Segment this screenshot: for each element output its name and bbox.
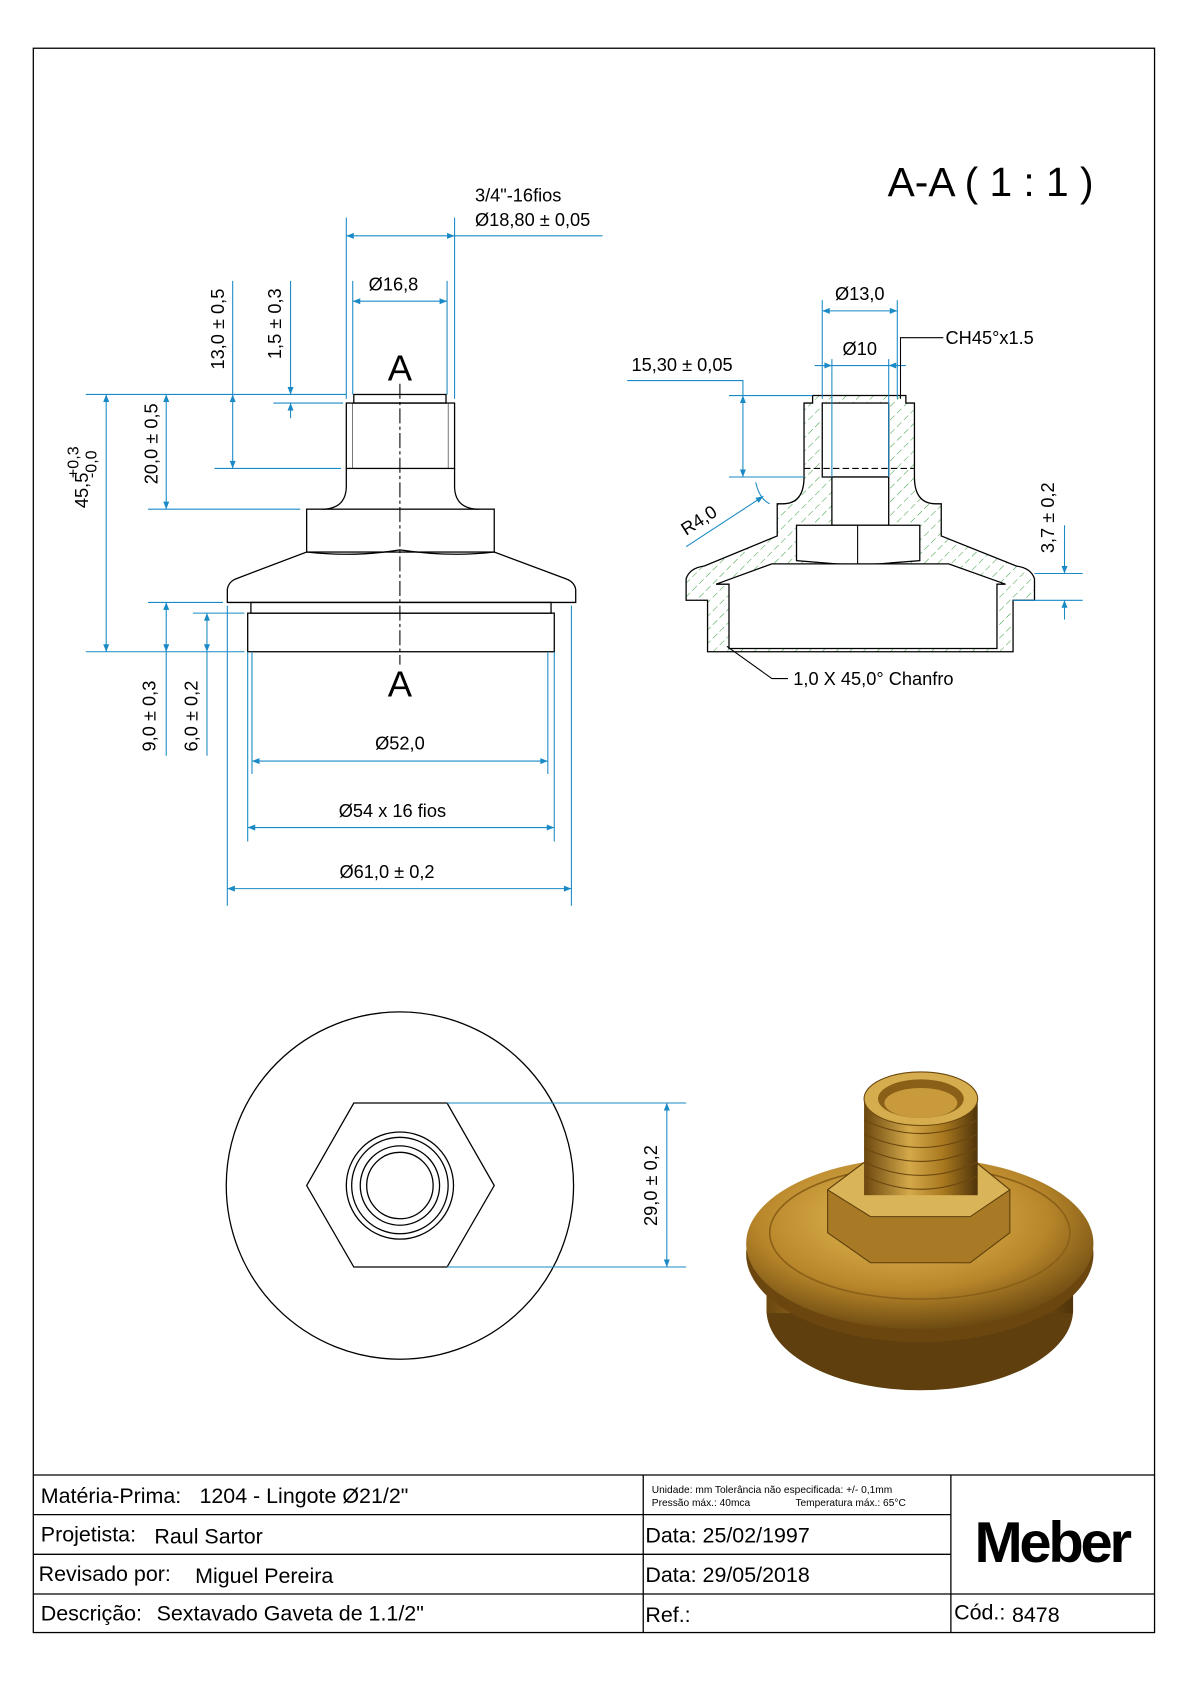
title-block xyxy=(33,1474,1155,1633)
revisado-value: Miguel Pereira xyxy=(195,1564,333,1588)
dim-h45-5-tol-plus: +0,3 xyxy=(64,446,82,478)
materia-prima-label: Matéria-Prima: xyxy=(41,1484,181,1508)
section-dimensions xyxy=(627,300,1083,680)
top-view xyxy=(225,1011,687,1360)
chamfer-bottom-label: 1,0 X 45,0° Chanfro xyxy=(793,669,953,689)
section-mark-top: A xyxy=(388,348,413,389)
materia-prima-value: 1204 - Lingote Ø21/2" xyxy=(199,1484,408,1508)
dim-d52: Ø52,0 xyxy=(375,733,425,753)
dim-d54: Ø54 x 16 fios xyxy=(339,801,446,821)
revisado-label: Revisado por: xyxy=(39,1562,171,1586)
ref-label: Ref.: xyxy=(645,1603,690,1627)
dim-hex-29: 29,0 ± 0,2 xyxy=(641,1145,661,1226)
dim-h15-30: 15,30 ± 0,05 xyxy=(631,355,732,375)
section-view xyxy=(685,394,1036,653)
dim-d16-8: Ø16,8 xyxy=(369,274,419,294)
descricao-label: Descrição: xyxy=(41,1602,142,1626)
dim-h45-5: 45,5 xyxy=(72,473,92,508)
projetista-value: Raul Sartor xyxy=(154,1525,262,1549)
projetista-label: Projetista: xyxy=(41,1522,136,1546)
data-revisao: Data: 29/05/2018 xyxy=(645,1563,809,1587)
dim-h1-5: 1,5 ± 0,3 xyxy=(265,288,285,359)
dim-h6: 6,0 ± 0,2 xyxy=(181,681,201,752)
thread-spec-label: 3/4"-16fios xyxy=(475,186,561,206)
dim-d10: Ø10 xyxy=(843,339,877,359)
dim-h20: 20,0 ± 0,5 xyxy=(142,403,162,484)
cod-label: Cód.: xyxy=(954,1601,1005,1625)
dim-h3-7: 3,7 ± 0,2 xyxy=(1038,482,1058,553)
dim-r4: R4,0 xyxy=(677,502,720,540)
notes-line-1: Unidade: mm Tolerância não especificada:… xyxy=(652,1485,892,1496)
isometric-render xyxy=(746,1071,1094,1391)
notes-pressure: Pressão máx.: 40mca xyxy=(652,1498,751,1509)
dim-h13: 13,0 ± 0,5 xyxy=(208,289,228,370)
section-title: A-A ( 1 : 1 ) xyxy=(888,159,1094,205)
dim-d18-80: Ø18,80 ± 0,05 xyxy=(475,210,590,230)
data-criacao: Data: 25/02/1997 xyxy=(645,1524,809,1548)
front-dimensions xyxy=(85,217,603,906)
section-mark-bottom: A xyxy=(388,664,413,705)
front-view xyxy=(226,383,577,665)
descricao-value: Sextavado Gaveta de 1.1/2" xyxy=(157,1602,424,1626)
dim-h45-5-tol-minus: -0,0 xyxy=(83,450,101,478)
notes-temperature: Temperatura máx.: 65°C xyxy=(795,1498,905,1509)
dim-h9: 9,0 ± 0,3 xyxy=(140,681,160,752)
drawing-border xyxy=(32,47,1156,1634)
dim-d61: Ø61,0 ± 0,2 xyxy=(339,862,434,882)
dim-d13: Ø13,0 xyxy=(835,284,885,304)
chamfer-top-label: CH45°x1.5 xyxy=(946,328,1034,348)
meber-logo: Meber xyxy=(974,1511,1131,1575)
cod-value: 8478 xyxy=(1012,1603,1060,1627)
